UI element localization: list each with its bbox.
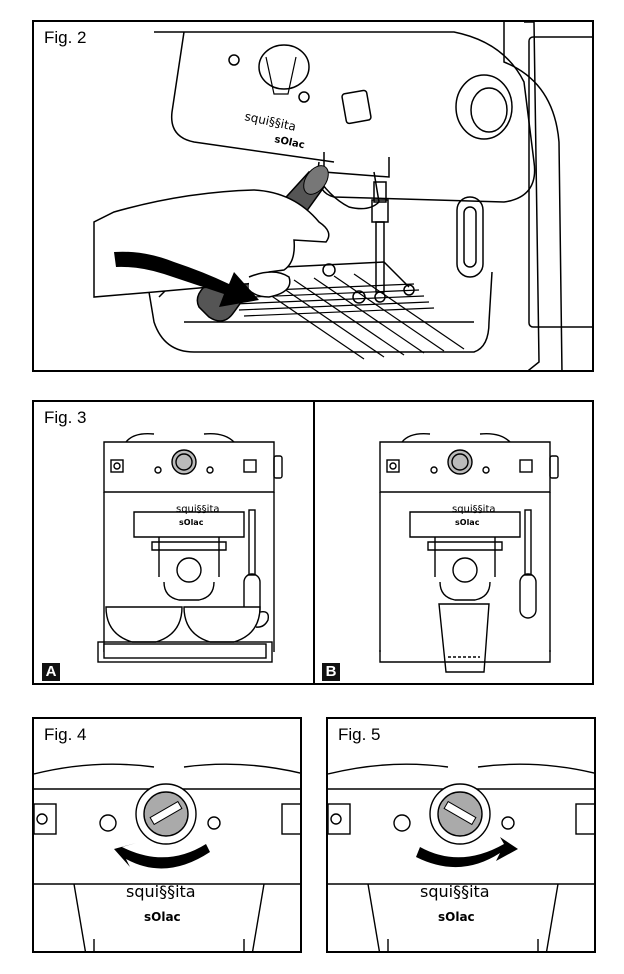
svg-text:sOlac: sOlac xyxy=(144,910,181,924)
svg-text:sOlac: sOlac xyxy=(438,910,475,924)
front-view-illustrations: squi§§ita sOlac squi§§ita sOlac xyxy=(34,402,594,685)
svg-text:squi§§ita: squi§§ita xyxy=(452,504,496,515)
selector-knob-illustration: squi§§ita sOlac xyxy=(34,719,302,953)
espresso-machine-illustration: squi§§ita sOlac xyxy=(34,22,594,372)
brand-logo-text: squi§§ita xyxy=(243,109,297,134)
brand-logo-text: squi§§ita xyxy=(126,882,196,901)
cup-icon xyxy=(394,815,410,831)
figure-label: Fig. 5 xyxy=(338,725,383,745)
figure-2: Fig. 2 xyxy=(32,20,594,372)
panel-a-machine xyxy=(98,434,282,662)
figure-label: Fig. 3 xyxy=(44,408,89,428)
figure-4: Fig. 4 squi§§ita sOlac xyxy=(32,717,302,953)
panel-a-badge: A xyxy=(42,663,60,681)
brand-logo-text: squi§§ita xyxy=(176,504,220,515)
figure-label: Fig. 2 xyxy=(44,28,89,48)
svg-text:sOlac: sOlac xyxy=(455,518,480,527)
figure-label: Fig. 4 xyxy=(44,725,89,745)
panel-b-badge: B xyxy=(322,663,340,681)
svg-text:sOlac: sOlac xyxy=(273,134,305,151)
power-icon xyxy=(37,814,47,824)
power-icon xyxy=(331,814,341,824)
selector-knob-illustration: squi§§ita sOlac xyxy=(328,719,596,953)
steam-icon xyxy=(282,804,302,834)
rotate-arrow-icon xyxy=(114,843,210,868)
figure-3: Fig. 3 A B squi§§ita xyxy=(32,400,594,685)
cup-icon xyxy=(100,815,116,831)
steam-icon xyxy=(576,804,596,834)
figure-5: Fig. 5 squi§§ita sOlac xyxy=(326,717,596,953)
svg-text:squi§§ita: squi§§ita xyxy=(420,882,490,901)
svg-text:sOlac: sOlac xyxy=(179,518,204,527)
panel-b-machine xyxy=(380,434,558,672)
